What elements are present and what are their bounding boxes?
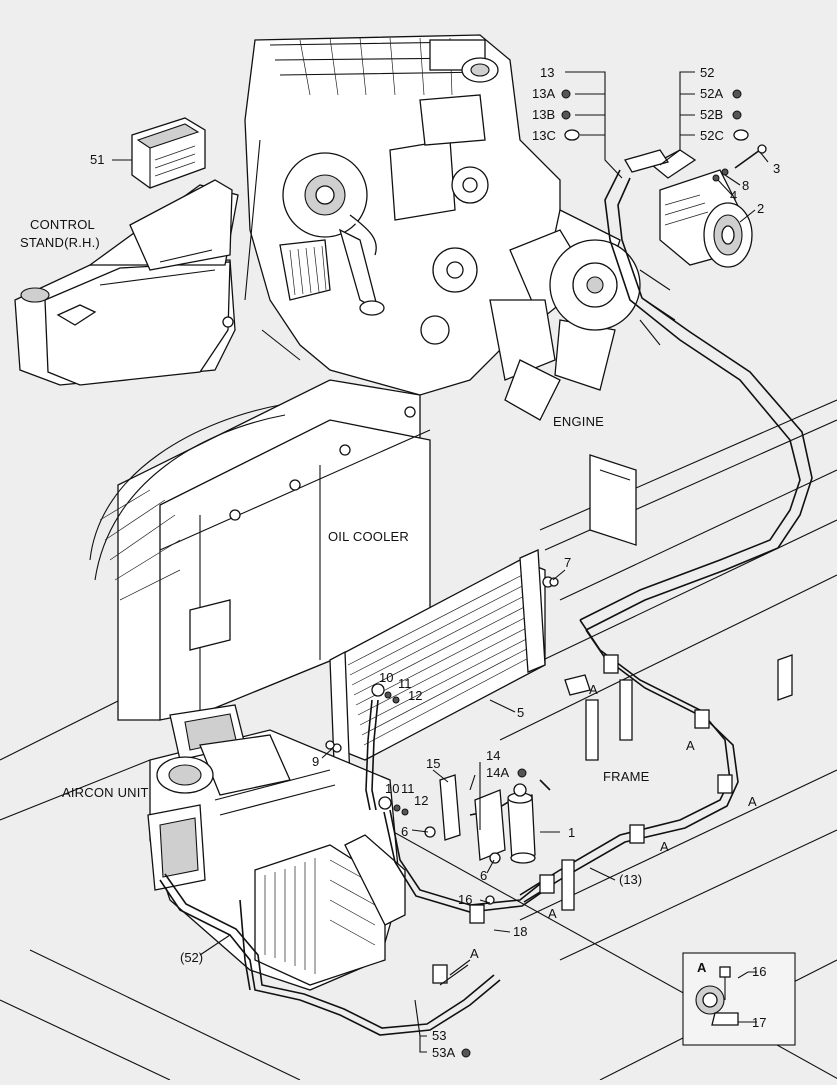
callout-18: 18 [513, 924, 527, 939]
callout-6-right: 6 [480, 868, 487, 883]
callout-16: 16 [458, 892, 472, 907]
callout-a-1: A [589, 682, 598, 697]
callout-51: 51 [90, 152, 104, 167]
callout-a-6: A [470, 946, 479, 961]
aircon-unit [147, 704, 406, 991]
callout-a-4: A [660, 839, 669, 854]
caption-control-stand-1: CONTROL [30, 217, 95, 232]
callout-14: 14 [486, 748, 500, 763]
detail-a-title: A [697, 960, 707, 975]
frame-structure [0, 399, 837, 1081]
oring-14a-icon [517, 768, 527, 778]
compressor-2 [650, 149, 753, 268]
caption-aircon-unit: AIRCON UNIT [62, 785, 149, 800]
engine [244, 34, 676, 421]
callout-7: 7 [564, 555, 571, 570]
oring-13b-icon [561, 110, 571, 120]
clamp-icon [695, 966, 739, 1026]
callout-3: 3 [773, 161, 780, 176]
control-stand [14, 179, 239, 386]
cap-13c-icon [564, 129, 580, 141]
callout-5: 5 [517, 705, 524, 720]
callout-11-lower: 11 [401, 781, 415, 796]
callout-6-left: 6 [401, 824, 408, 839]
condenser-5 [329, 549, 554, 790]
callout-52: 52 [700, 65, 714, 80]
callout-14a: 14A [486, 765, 509, 780]
cap-52c-icon [733, 129, 749, 141]
callout-15: 15 [426, 756, 440, 771]
caption-frame: FRAME [603, 769, 650, 784]
callout-2: 2 [757, 201, 764, 216]
part-callouts: 51 13 13A 13B 13C 52 52A 52B 52C 3 8 4 2… [90, 65, 780, 1060]
oring-52b-icon [732, 110, 742, 120]
callout-11-upper: 11 [398, 676, 412, 691]
callout-52b: 52B [700, 107, 723, 122]
caption-labels: CONTROL STAND(R.H.) ENGINE OIL COOLER AI… [20, 217, 650, 800]
callout-a-3: A [748, 794, 757, 809]
callout-8: 8 [742, 178, 749, 193]
ac-piping [159, 619, 739, 1036]
callout-10-upper: 10 [379, 670, 393, 685]
caption-engine: ENGINE [553, 414, 604, 429]
callout-a-2: A [686, 738, 695, 753]
detail-callout-16: 16 [752, 964, 766, 979]
detail-a-panel: A 16 17 [682, 952, 796, 1046]
callout-52a: 52A [700, 86, 723, 101]
caption-control-stand-2: STAND(R.H.) [20, 235, 100, 250]
oring-13a-icon [561, 89, 571, 99]
callout-12-lower: 12 [414, 793, 428, 808]
compressor-hoses [579, 149, 813, 631]
callout-13-hose: (13) [619, 872, 642, 887]
monitor-51 [112, 117, 206, 189]
oring-53a-icon [461, 1048, 471, 1058]
bolt-3 [712, 144, 767, 182]
oring-52a-icon [732, 89, 742, 99]
callout-13b: 13B [532, 107, 555, 122]
callout-52-hose: (52) [180, 950, 203, 965]
callout-12-upper: 12 [408, 688, 422, 703]
callout-52c: 52C [700, 128, 724, 143]
receiver-drier-1 [424, 774, 536, 864]
detail-callout-17: 17 [752, 1015, 766, 1030]
callout-13: 13 [540, 65, 554, 80]
callout-9: 9 [312, 754, 319, 769]
callout-a-5: A [548, 906, 557, 921]
callout-10-lower: 10 [385, 781, 399, 796]
callout-1: 1 [568, 825, 575, 840]
callout-4: 4 [730, 188, 737, 203]
caption-oil-cooler: OIL COOLER [328, 529, 409, 544]
leader-lines [199, 71, 769, 1053]
callout-53a: 53A [432, 1045, 455, 1060]
callout-13a: 13A [532, 86, 555, 101]
callout-13c: 13C [532, 128, 556, 143]
callout-53: 53 [432, 1028, 446, 1043]
